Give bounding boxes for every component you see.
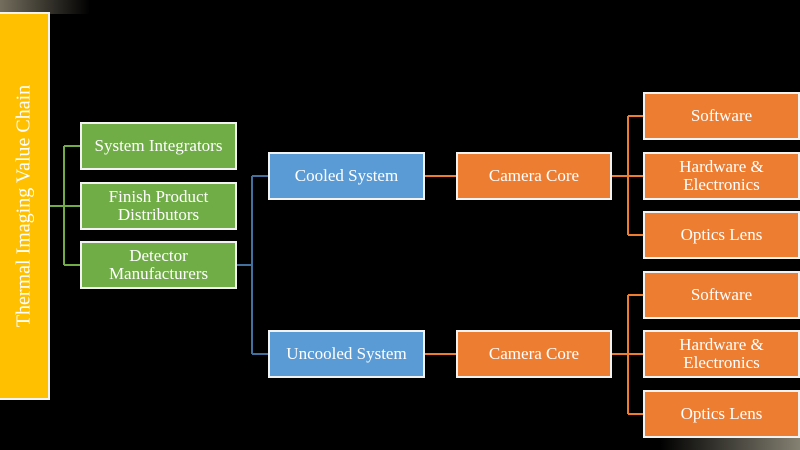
- node-cooled-optics-lens: Optics Lens: [643, 211, 800, 259]
- node-camera-core-uncooled: Camera Core: [456, 330, 612, 378]
- node-label: Camera Core: [488, 166, 580, 185]
- node-label: Uncooled System: [286, 344, 407, 363]
- node-cooled-system: Cooled System: [268, 152, 425, 200]
- node-finish-product-distributors: Finish Product Distributors: [80, 182, 237, 230]
- node-system-integrators: System Integrators: [80, 122, 237, 170]
- detector-system-connectors: [237, 175, 268, 355]
- node-detector-manufacturers: Detector Manufacturers: [80, 241, 237, 289]
- node-label: Detector Manufacturers: [108, 246, 209, 283]
- node-uncooled-hardware-electronics: Hardware & Electronics: [643, 330, 800, 378]
- node-label: Hardware & Electronics: [679, 335, 764, 372]
- root-stakeholder-connectors: [50, 145, 80, 266]
- node-uncooled-software: Software: [643, 271, 800, 319]
- node-label: Cooled System: [294, 166, 399, 185]
- core-component-connectors: [612, 115, 643, 415]
- corner-glow-bottom-right: [660, 436, 800, 450]
- node-label: Software: [690, 285, 753, 304]
- node-cooled-hardware-electronics: Hardware & Electronics: [643, 152, 800, 200]
- node-label: Software: [690, 106, 753, 125]
- node-cooled-software: Software: [643, 92, 800, 140]
- system-core-connectors: [425, 175, 456, 355]
- node-label: System Integrators: [94, 136, 223, 155]
- node-label: Finish Product Distributors: [108, 187, 209, 224]
- node-uncooled-system: Uncooled System: [268, 330, 425, 378]
- node-label: Optics Lens: [680, 225, 763, 244]
- root-label: Thermal Imaging Value Chain: [12, 84, 35, 328]
- node-camera-core-cooled: Camera Core: [456, 152, 612, 200]
- node-uncooled-optics-lens: Optics Lens: [643, 390, 800, 438]
- root-node-thermal-imaging-value-chain: Thermal Imaging Value Chain: [0, 12, 50, 400]
- node-label: Optics Lens: [680, 404, 763, 423]
- node-label: Hardware & Electronics: [679, 157, 764, 194]
- corner-glow-top-left: [0, 0, 90, 14]
- node-label: Camera Core: [488, 344, 580, 363]
